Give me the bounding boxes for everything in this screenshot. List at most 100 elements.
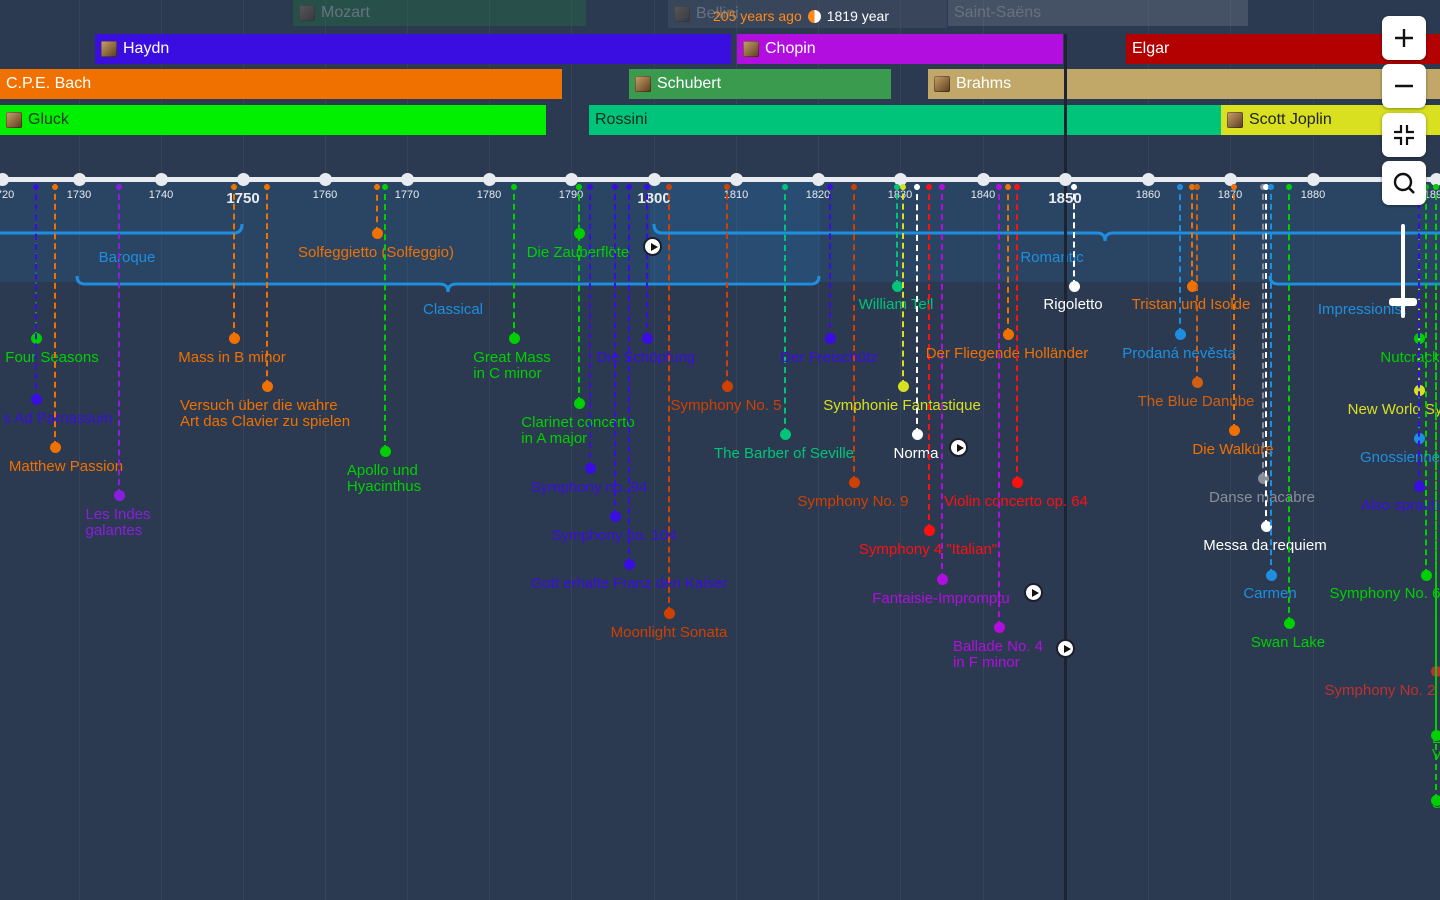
work-label[interactable]: Apollo und Hyacinthus [346, 462, 422, 495]
work-dot[interactable] [642, 333, 653, 344]
period-label-baroque[interactable]: Baroque [98, 249, 156, 266]
work-dot[interactable] [849, 477, 860, 488]
zoom-slider-thumb[interactable] [1389, 298, 1417, 306]
work-label[interactable]: Die Schöpfung [596, 349, 696, 366]
work-label[interactable]: Also sprach [1360, 497, 1440, 514]
play-button[interactable] [949, 438, 968, 457]
work-label[interactable]: Symphony No. 9 [797, 493, 909, 510]
work-label[interactable]: William Tell [858, 296, 934, 313]
work-dot[interactable] [780, 429, 791, 440]
composer-bar-gluck[interactable]: Gluck [0, 105, 546, 135]
work-label[interactable]: Swan Lake [1250, 634, 1326, 651]
work-dot[interactable] [262, 381, 273, 392]
work-label[interactable]: Nutcrack [1380, 349, 1440, 366]
work-label[interactable]: Solfeggietto (Solfeggio) [298, 244, 454, 261]
work-label[interactable]: The Barber of Seville [713, 445, 855, 462]
composer-bar-schubert[interactable]: Schubert [629, 69, 891, 99]
work-label[interactable]: Die Zauberflöte [526, 244, 630, 261]
composer-bar-rossini[interactable]: Rossini [589, 105, 1221, 135]
work-dot[interactable] [937, 574, 948, 585]
work-label[interactable]: Der Freischütz [780, 349, 878, 366]
work-label[interactable]: Symphonie Fantastique [823, 397, 981, 414]
work-dot[interactable] [898, 381, 909, 392]
work-label[interactable]: Four Seasons [5, 349, 99, 366]
work-dot[interactable] [1421, 570, 1432, 581]
composer-bar-bellini[interactable]: Bellini [668, 0, 947, 28]
work-dot[interactable] [1003, 329, 1014, 340]
work-dot[interactable] [1229, 425, 1240, 436]
work-dot[interactable] [229, 333, 240, 344]
work-label[interactable]: Tristan und Isolde [1131, 296, 1251, 313]
work-dot[interactable] [585, 463, 596, 474]
work-dot[interactable] [1187, 281, 1198, 292]
work-dot[interactable] [994, 622, 1005, 633]
work-dot[interactable] [1069, 281, 1080, 292]
work-dot[interactable] [574, 398, 585, 409]
work-label[interactable]: Gnossienne [1359, 449, 1440, 466]
search-button[interactable] [1382, 161, 1426, 205]
work-label[interactable]: Clarinet concerto in A major [521, 414, 635, 447]
zoom-in-button[interactable] [1382, 16, 1426, 60]
play-button[interactable] [643, 237, 662, 256]
play-button[interactable] [1024, 583, 1043, 602]
work-label[interactable]: Violin concerto op. 64 [944, 493, 1088, 510]
work-dot[interactable] [722, 381, 733, 392]
zoom-out-button[interactable] [1382, 64, 1426, 108]
work-dot[interactable] [825, 333, 836, 344]
composer-bar-cpe-bach[interactable]: C.P.E. Bach [0, 69, 562, 99]
work-label[interactable]: Messa da requiem [1203, 537, 1327, 554]
work-dot[interactable] [50, 442, 61, 453]
work-label[interactable]: Great Mass in C minor [473, 349, 551, 382]
work-label[interactable]: Carmen [1243, 585, 1297, 602]
work-dot[interactable] [1284, 618, 1295, 629]
work-dot[interactable] [1012, 477, 1023, 488]
work-dot[interactable] [924, 525, 935, 536]
composer-bar-brahms[interactable]: Brahms [928, 69, 1440, 99]
period-label-classical[interactable]: Classical [422, 301, 484, 318]
work-label[interactable]: Symphony no. 104 [551, 527, 677, 544]
work-label[interactable]: The Blue Danube [1137, 393, 1255, 410]
work-label[interactable]: Die Walküre [1192, 441, 1274, 458]
work-label[interactable]: Prodaná nevěsta [1122, 345, 1236, 362]
work-dot[interactable] [1266, 570, 1277, 581]
work-label[interactable]: Symphony No. 2 [1324, 682, 1436, 699]
work-label[interactable]: Ballade No. 4 in F minor [952, 638, 1044, 671]
work-label[interactable]: s Ad Parnassum [3, 410, 113, 427]
work-dot[interactable] [372, 228, 383, 239]
work-dot[interactable] [509, 333, 520, 344]
work-label[interactable]: Matthew Passion [8, 458, 124, 475]
composer-bar-chopin[interactable]: Chopin [737, 34, 1063, 64]
work-dot[interactable] [624, 559, 635, 570]
composer-bar-haydn[interactable]: Haydn [95, 34, 731, 64]
work-label[interactable]: S [1431, 795, 1440, 812]
composer-bar-mozart[interactable]: Mozart [293, 0, 586, 26]
work-label[interactable]: Versuch über die wahre Art das Clavier z… [179, 397, 351, 430]
work-label[interactable]: Mass in B minor [178, 349, 286, 366]
fit-view-button[interactable] [1382, 113, 1426, 157]
work-label[interactable]: Les Indes galantes [85, 506, 151, 539]
work-dot[interactable] [31, 394, 42, 405]
work-dot[interactable] [1414, 481, 1425, 492]
work-label[interactable]: Danse macabre [1209, 489, 1315, 506]
work-label[interactable]: Symphony no. 94 [530, 479, 648, 496]
work-dot[interactable] [892, 281, 903, 292]
work-label[interactable]: Symphony 4 "Italian" [858, 541, 998, 558]
work-dot[interactable] [610, 511, 621, 522]
work-dot[interactable] [1431, 795, 1440, 806]
work-dot[interactable] [1261, 521, 1272, 532]
work-label[interactable]: Moonlight Sonata [610, 624, 728, 641]
zoom-slider-track[interactable] [1401, 224, 1405, 318]
work-label[interactable]: Symphony No. 5 [670, 397, 782, 414]
work-label[interactable]: Symphony No. 6 [1329, 585, 1440, 602]
work-dot[interactable] [114, 490, 125, 501]
work-dot[interactable] [912, 429, 923, 440]
work-label[interactable]: New World Sy [1347, 401, 1440, 418]
play-button[interactable] [1056, 639, 1075, 658]
work-label[interactable]: Rigoletto [1043, 296, 1103, 313]
composer-bar-saint-saens[interactable]: Saint-Saëns [948, 0, 1248, 26]
work-label[interactable]: Gott erhalte Franz den Kaiser [530, 575, 728, 592]
period-label-impressionist[interactable]: Impressionist [1317, 301, 1407, 318]
work-dot[interactable] [664, 608, 675, 619]
work-dot[interactable] [1192, 377, 1203, 388]
